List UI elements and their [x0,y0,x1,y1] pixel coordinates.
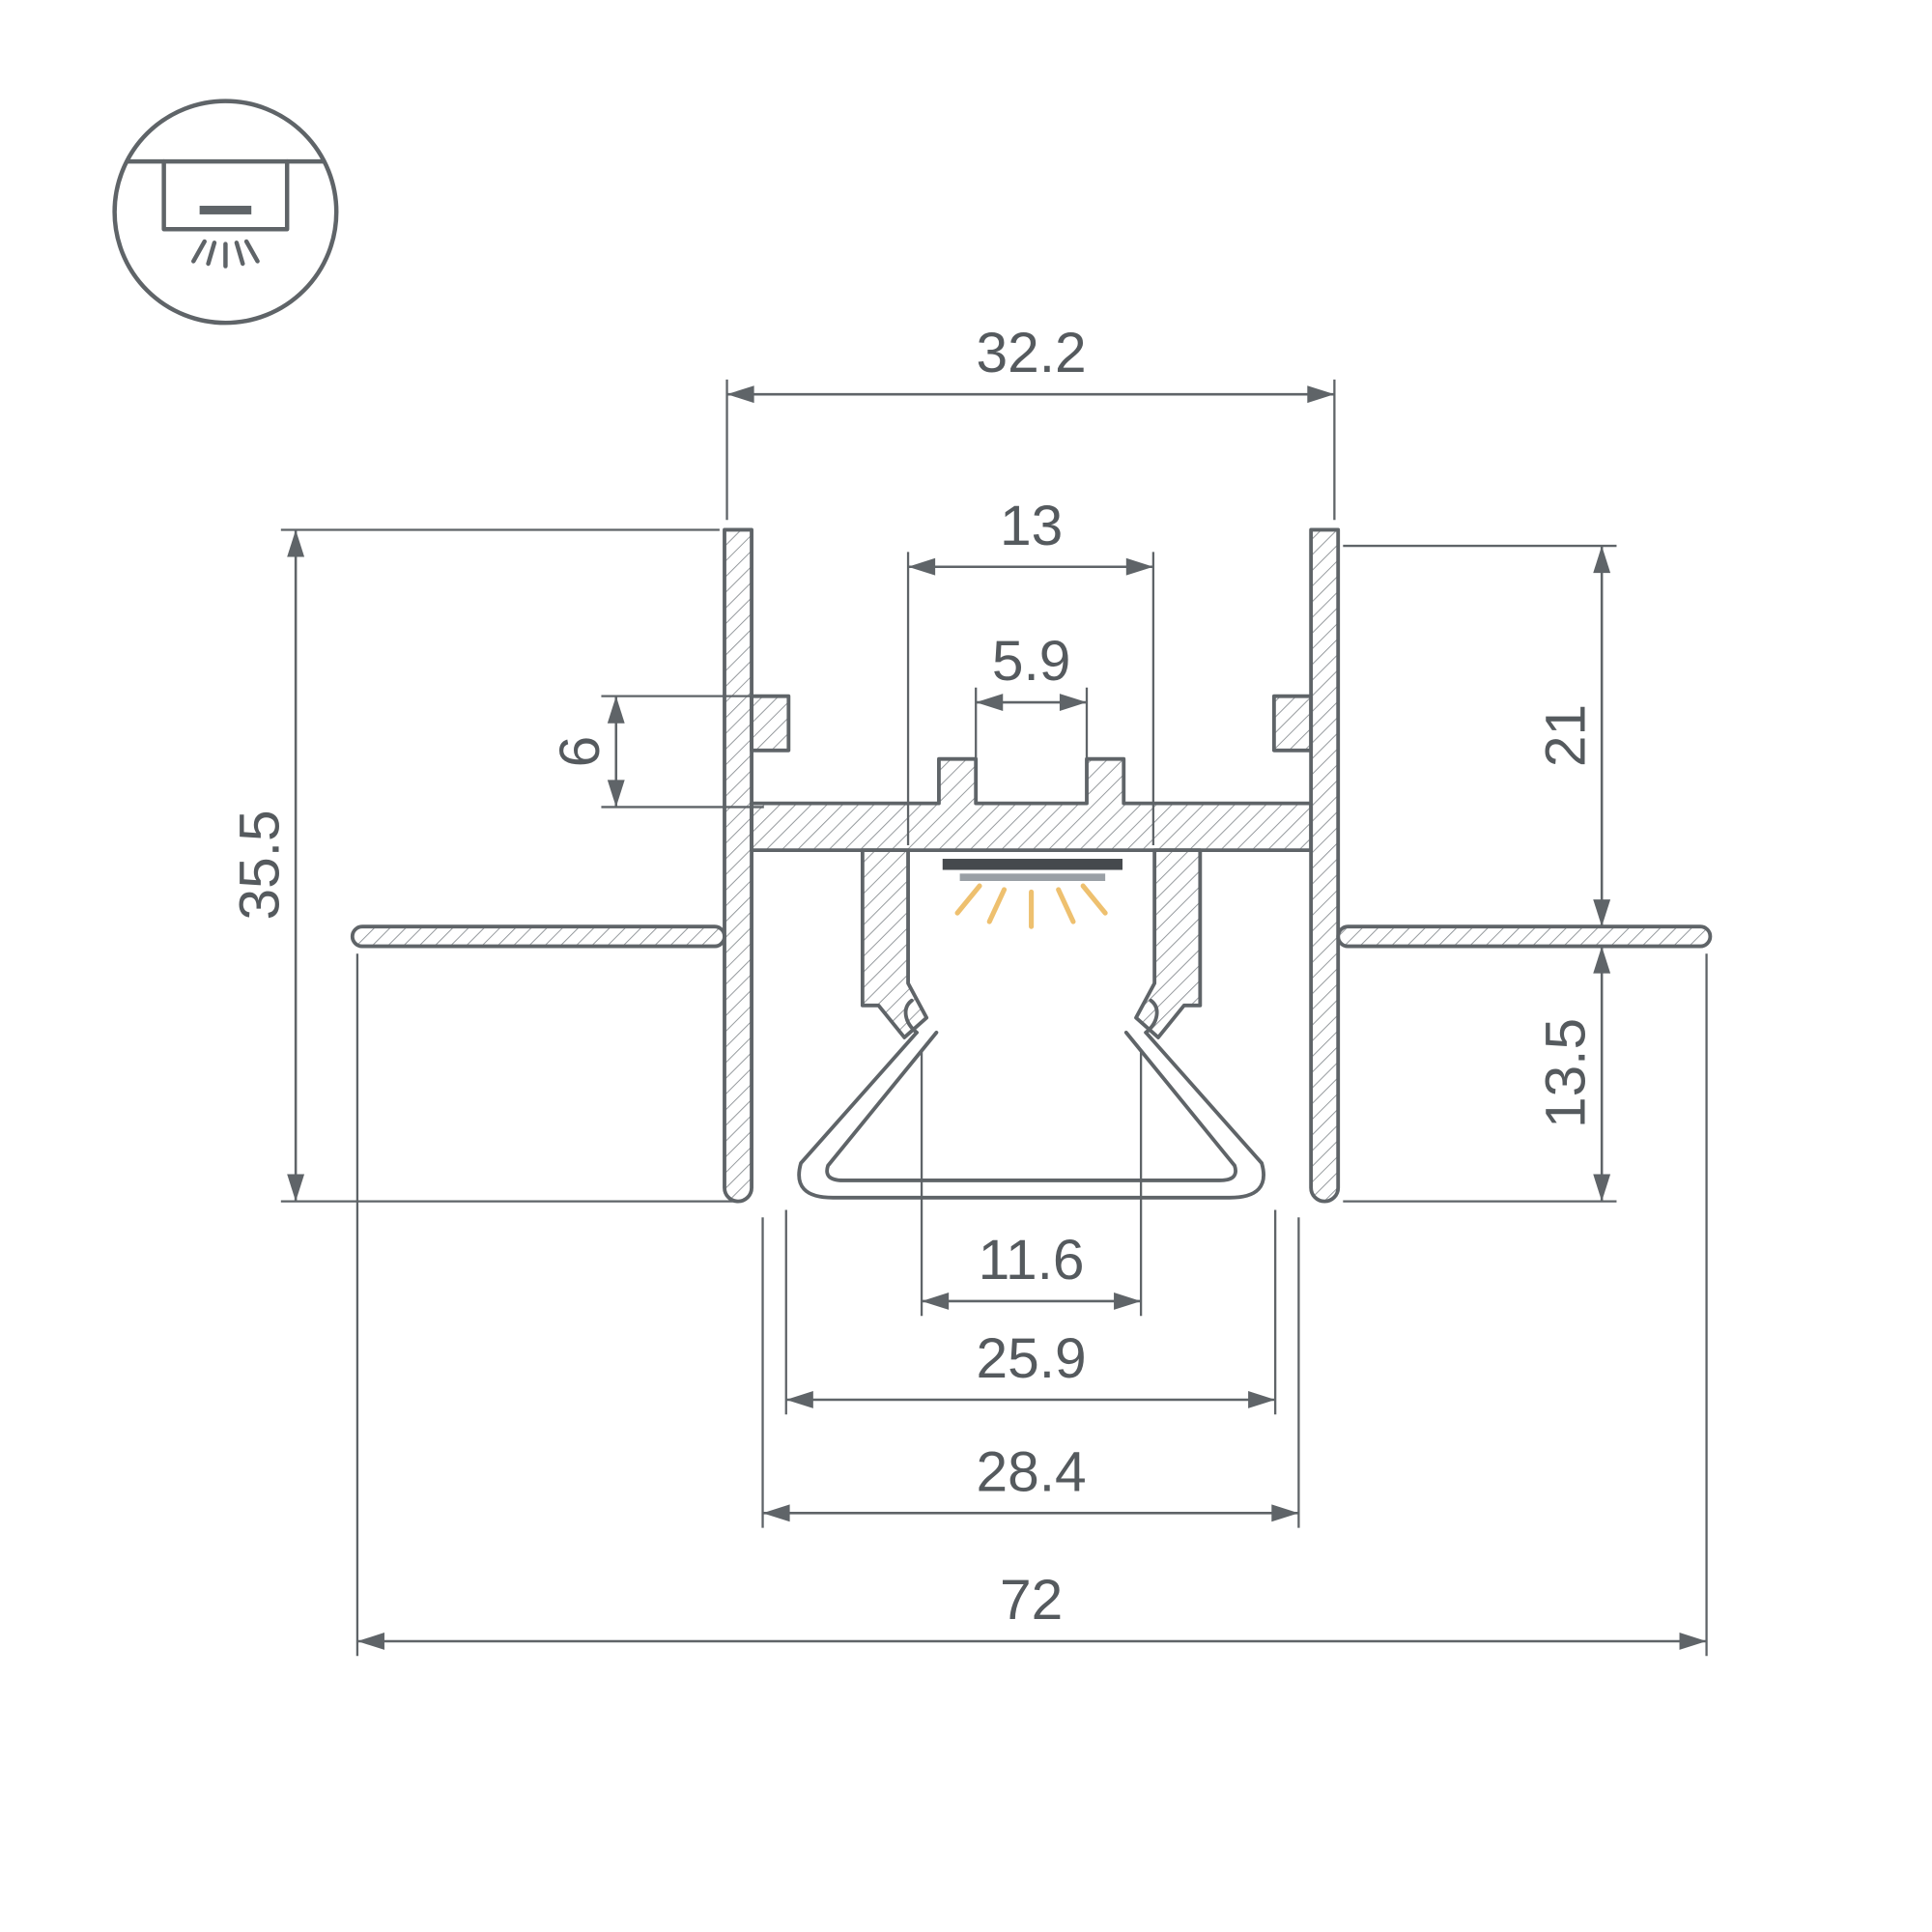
icon-recess-box [161,158,290,232]
arrowhead [356,1633,384,1650]
light-ray [1080,883,1108,916]
arrowhead [1307,385,1335,404]
arrowhead [1271,1504,1299,1522]
arrowhead [607,696,625,724]
icon-ray [234,241,245,267]
arrowhead [1248,1391,1276,1408]
light-ray [1056,887,1076,924]
dimension-lower-height: 13.5 [1343,946,1617,1203]
dimension-inner-channel-width: 13 [906,495,1155,845]
arrowhead [1679,1633,1707,1650]
arrowhead [976,694,1004,711]
right-drywall-flange [1336,924,1713,949]
top-plate-with-slot-tabs [750,756,1314,853]
arrowhead [785,1391,813,1408]
diffuser [797,998,1265,1200]
left-channel-wall [860,848,929,1039]
icon-ray [243,239,260,264]
arrowhead [908,557,936,576]
dimension-upper-height: 21 [1343,544,1617,927]
diffuser-inner [825,1030,1237,1182]
dimension-body-width: 28.4 [761,1217,1300,1528]
dimension-top-width: 32.2 [725,322,1336,521]
profile-cross-section [350,527,1713,1204]
left-outer-wall [723,527,753,1204]
light-ray [986,887,1008,924]
dim-label-slot-width: 5.9 [992,630,1071,693]
diffuser-left-hook [903,998,919,1035]
dim-label-lower-height: 13.5 [1534,1018,1597,1128]
arrowhead [1125,557,1153,576]
right-outer-wall [1309,527,1341,1204]
arrowhead [287,1174,305,1202]
dim-label-top-width: 32.2 [977,322,1087,384]
right-fin-tab [1271,694,1314,753]
dimension-opening-width: 11.6 [920,1049,1143,1317]
light-ray [954,883,982,916]
dim-label-notch-height: 6 [549,736,611,768]
arrowhead [1059,694,1087,711]
diffuser-outer [797,1030,1265,1200]
arrowhead [1593,946,1611,974]
arrowhead [762,1504,790,1522]
icon-light-rays [191,239,260,269]
arrowhead [922,1293,950,1310]
icon-ray [191,239,207,264]
arrowhead [1593,546,1611,574]
dim-label-upper-height: 21 [1534,704,1597,767]
led-diffuser-bar [959,873,1106,881]
icon-ray [206,241,217,267]
dimension-diffuser-width: 25.9 [784,1209,1277,1415]
icon-circle [112,99,339,326]
dim-label-body-width: 28.4 [977,1440,1087,1503]
dimension-total-height: 35.5 [228,528,740,1203]
left-fin-tab [750,694,791,753]
arrowhead [287,529,305,557]
mount-type-icon [112,99,339,326]
arrowhead [726,385,754,404]
arrowhead [1593,899,1611,927]
dimension-total-width: 72 [355,953,1708,1657]
diffuser-right-hook [1144,998,1159,1035]
dim-label-diffuser-width: 25.9 [977,1327,1087,1390]
arrowhead [607,780,625,808]
dim-label-total-height: 35.5 [228,810,291,920]
arrowhead [1114,1293,1142,1310]
dim-label-opening-width: 11.6 [979,1229,1085,1292]
dim-label-inner-channel-width: 13 [1000,495,1063,557]
dimension-slot-width: 5.9 [975,630,1089,777]
right-channel-wall [1134,848,1203,1039]
led-module [942,859,1122,929]
dim-label-total-width: 72 [1000,1569,1063,1632]
icon-lamp-bar [199,206,252,214]
dimension-notch-height: 6 [549,695,764,809]
dimensions: 32.2 13 5.9 6 [228,322,1708,1657]
left-drywall-flange [350,924,726,949]
arrowhead [1593,1174,1611,1202]
led-strip-bar [942,859,1122,870]
led-light-rays [954,883,1108,929]
